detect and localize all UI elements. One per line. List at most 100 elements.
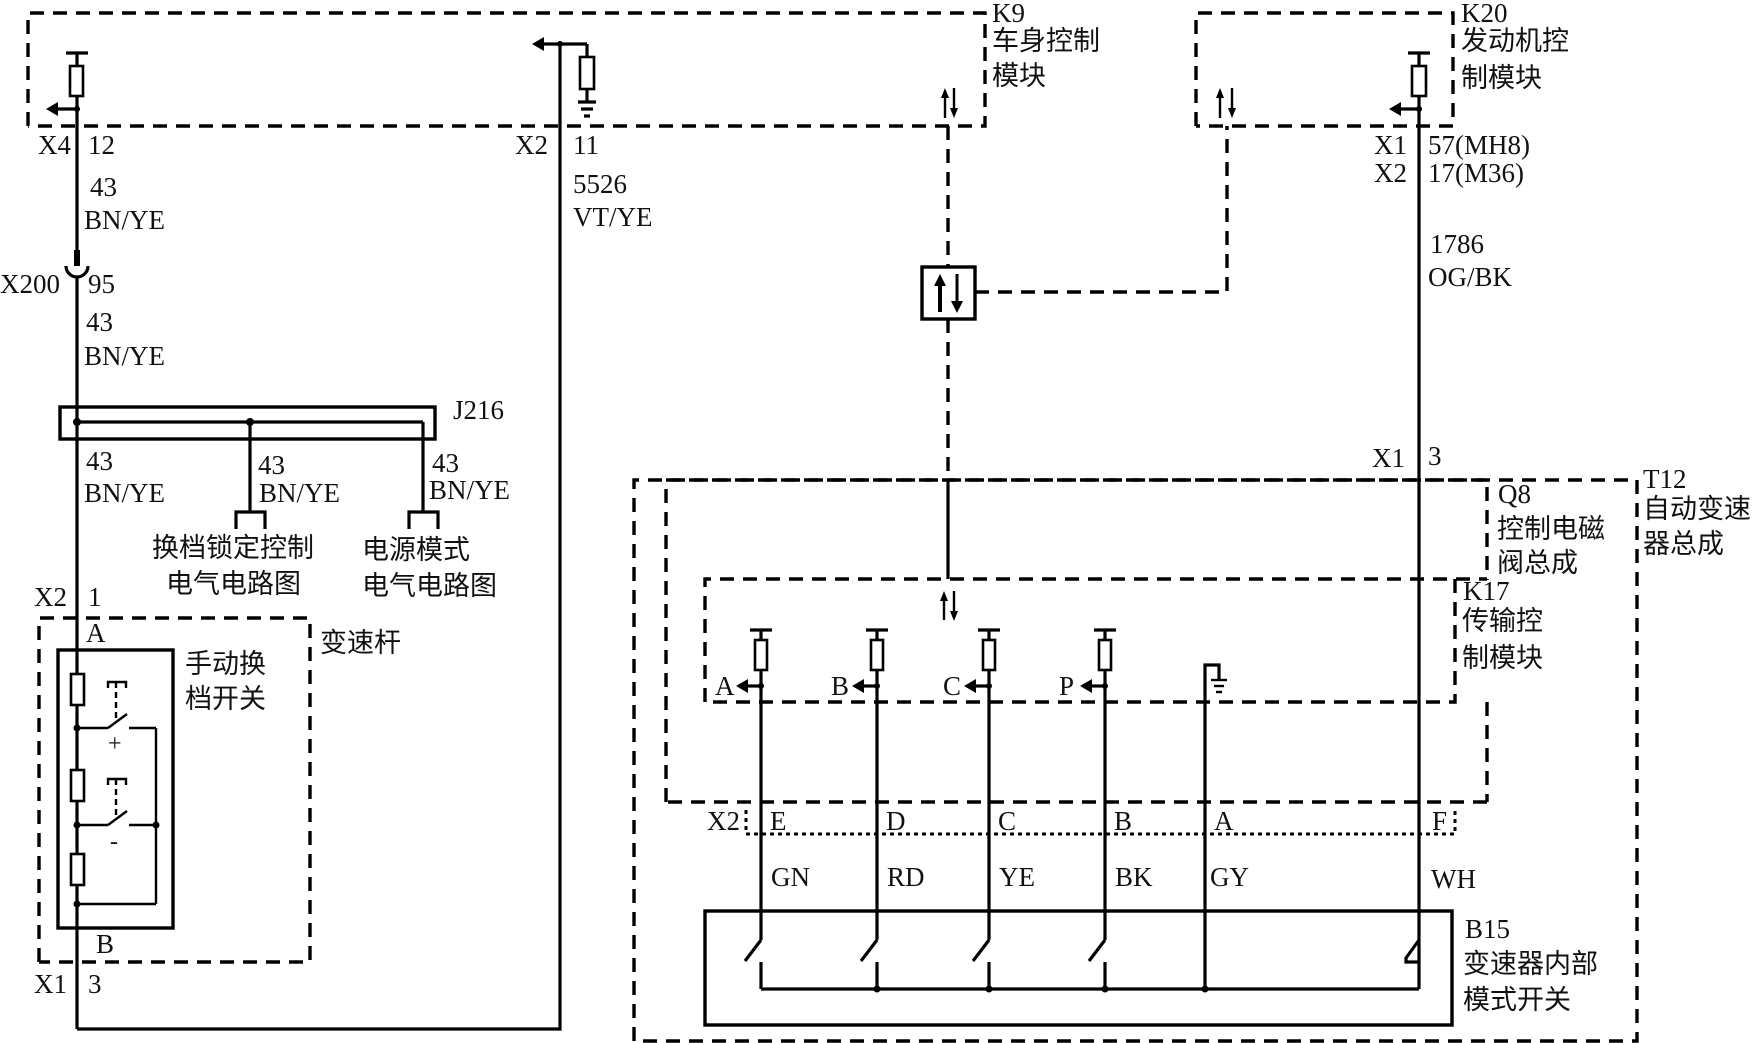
- manual-switch-label-line1: 手动换: [185, 649, 266, 680]
- pulldown-resistor-icon: [578, 55, 596, 91]
- signal-label: B: [831, 671, 849, 701]
- k9-x2-input-circuit: [532, 37, 596, 118]
- downshift-switch-icon: -: [77, 777, 156, 855]
- b15-name-line2: 模式开关: [1463, 985, 1571, 1016]
- t12-x2-connector-label: X2: [707, 806, 740, 836]
- serial-data-bus: [920, 126, 1229, 579]
- j216-label: J216: [453, 395, 504, 425]
- pin-label: E: [770, 806, 787, 836]
- resistor-icon: [69, 768, 86, 803]
- serial-data-splice-box: [920, 265, 977, 321]
- signal-arrow-icon: [736, 679, 748, 693]
- wire-43-circuit-label-3: 43: [86, 446, 113, 476]
- wire-1786-circuit-label: 1786: [1430, 229, 1484, 259]
- q8-name-line2: 阀总成: [1497, 548, 1578, 579]
- wire-5526-color-label: VT/YE: [573, 202, 652, 232]
- pin-label-f: F: [1432, 806, 1447, 836]
- k20-code: K20: [1461, 0, 1508, 28]
- pullup-resistor-icon: [68, 64, 85, 98]
- t12-x1-connector-label: X1: [1372, 443, 1405, 473]
- branch2-circuit-label: 43: [432, 448, 459, 478]
- x4-pin-label: 12: [88, 130, 115, 160]
- b15-switch-icon: [1087, 939, 1107, 962]
- b15-code: B15: [1465, 914, 1510, 944]
- pullup-resistor-icon: [869, 638, 885, 672]
- t12-name-line1: 自动变速: [1643, 494, 1751, 525]
- k9-code: K9: [992, 0, 1025, 28]
- k20-x2-connector-label: X2: [1374, 158, 1407, 188]
- q8-name-line1: 控制电磁: [1497, 514, 1605, 545]
- k20-name-line2: 制模块: [1461, 63, 1542, 94]
- branch1-color-label: BN/YE: [259, 478, 340, 508]
- pullup-resistor-icon: [1410, 64, 1428, 98]
- x4-connector-label: X4: [38, 130, 71, 160]
- pin-label: C: [998, 806, 1016, 836]
- resistor-icon: [69, 852, 86, 887]
- x2-connector-line: [744, 810, 1457, 836]
- k9-name-line2: 模块: [992, 61, 1046, 92]
- shift-lock-reference-line1: 换档锁定控制: [152, 533, 314, 564]
- branch1-circuit-label: 43: [258, 450, 285, 480]
- k20-boundary: [1194, 11, 1455, 128]
- t12-assembly: T12 自动变速 器总成 Q8 控制电磁 阀总成 K17 传输控 制模块 AEG…: [632, 464, 1751, 1043]
- shifter-label: 变速杆: [320, 628, 401, 659]
- signal-label: C: [943, 671, 961, 701]
- k9-boundary: [26, 11, 987, 128]
- x2-shifter-connector-label: X2: [34, 582, 67, 612]
- upshift-switch-icon: +: [77, 680, 156, 757]
- serial-data-icon: [941, 88, 958, 118]
- pin-label-a: A: [1214, 806, 1234, 836]
- x1-shifter-pin-label: 3: [88, 969, 102, 999]
- q8-code: Q8: [1498, 479, 1531, 509]
- wire-43-circuit-label: 43: [90, 172, 117, 202]
- b15-switch-icon: [743, 939, 763, 962]
- b15-switch-icon: [859, 939, 879, 962]
- wire-43-color-label-3: BN/YE: [84, 478, 165, 508]
- wire-color-wh: WH: [1431, 864, 1476, 894]
- x200-pin-label: 95: [88, 269, 115, 299]
- manual-switch-box: [56, 648, 175, 930]
- j216-splice-pack: J216: [58, 395, 504, 441]
- t12-name-line2: 器总成: [1643, 529, 1724, 560]
- t12-code: T12: [1643, 464, 1687, 494]
- b15-box: [703, 909, 1454, 1027]
- wire-color-label: RD: [887, 862, 925, 892]
- pullup-resistor-icon: [1097, 638, 1113, 672]
- k17-name-line1: 传输控: [1462, 606, 1543, 637]
- k20-x1-pin-label: 57(MH8): [1428, 130, 1530, 160]
- x2-k9-pin-label: 11: [573, 130, 599, 160]
- manual-switch-pin-a: A: [86, 618, 106, 648]
- signal-arrow-icon: [1080, 679, 1092, 693]
- wire-43-color-label-2: BN/YE: [84, 341, 165, 371]
- downshift-minus-label: -: [110, 829, 118, 855]
- ground-icon: [1211, 678, 1227, 694]
- k9-x4-output-circuit: [46, 51, 88, 116]
- resistor-icon: [69, 672, 86, 707]
- power-mode-reference-line2: 电气电路图: [362, 571, 497, 602]
- circuit-43: X4 12 43 BN/YE X200 95 43 BN/YE J216 43 …: [0, 109, 510, 1029]
- k20-x1-connector-label: X1: [1374, 130, 1407, 160]
- signal-arrow-icon: [964, 679, 976, 693]
- signal-arrow-icon: [532, 37, 544, 51]
- wire-43-circuit-label-2: 43: [86, 307, 113, 337]
- pullup-resistor-icon: [753, 638, 769, 672]
- x200-connector-label: X200: [0, 269, 60, 299]
- manual-switch-label-line2: 档开关: [185, 684, 266, 715]
- k20-module: K20 发动机控 制模块: [1194, 0, 1569, 128]
- t12-boundary: [632, 478, 1639, 1043]
- signal-arrow-icon: [1389, 102, 1401, 116]
- serial-data-icon: [940, 591, 958, 621]
- wire-color-label: GN: [771, 862, 810, 892]
- k17-boundary: [703, 577, 1487, 704]
- branch2-color-label: BN/YE: [429, 475, 510, 505]
- b15-switch-f-icon: [1404, 939, 1421, 989]
- wire-color-label: BK: [1115, 862, 1153, 892]
- connector-stub-icon: [407, 510, 440, 529]
- circuit-5526: X2 11 5526 VT/YE: [77, 44, 652, 1031]
- k17-code: K17: [1463, 576, 1510, 606]
- wire-43-color-label: BN/YE: [84, 205, 165, 235]
